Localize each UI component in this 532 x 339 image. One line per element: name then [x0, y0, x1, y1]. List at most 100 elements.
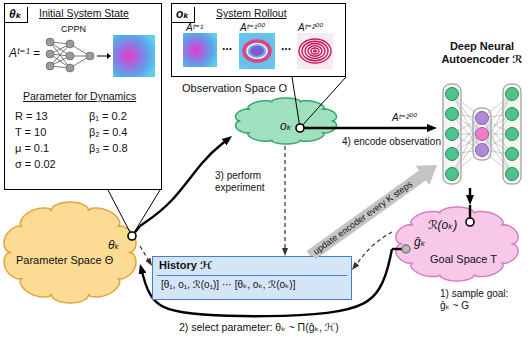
label-slot: 1) sample goal: ĝₖ ~ G: [440, 288, 516, 312]
node-text: ...: [281, 39, 291, 53]
text-slot: oₖ: [280, 119, 292, 133]
cppn-network: [97, 56, 107, 57]
node-text: β₃ = 0.8: [89, 142, 128, 155]
node-text: Observation Space O: [182, 82, 287, 95]
edge-label-slot: 4) encode observation: [341, 136, 442, 148]
node-text: ℛ(oₖ): [428, 218, 457, 232]
flow-arrow: [340, 127, 430, 129]
free-label: 1) sample goal: ĝₖ ~ G: [440, 288, 516, 312]
text-slot: Aᵗ⁼¹: [186, 22, 203, 33]
flow-arrow: [142, 249, 392, 316]
edge-label: 2) select parameter: θₖ ~ Π(ĝₖ, ℋ): [178, 321, 340, 334]
rollout-images: [239, 33, 275, 69]
callout-box: θₖInitial System StateAᵗ⁼¹ =CPPNParamete…: [4, 3, 162, 190]
text-slot: Aᵗ⁼¹⁰⁰: [240, 22, 265, 33]
rollout-images: [313, 50, 317, 53]
free-label: Aᵗ⁼²⁰⁰: [392, 112, 417, 123]
rollout-images: [305, 44, 325, 59]
network-unit: [506, 88, 519, 101]
text-slot: σ = 0.02: [15, 158, 56, 171]
node-text: Parameter for Dynamics: [23, 90, 136, 103]
cppn-network: [66, 64, 74, 72]
text-slot: β₂ = 0.4: [89, 126, 127, 139]
rollout-images: [311, 48, 319, 54]
rollout-images: [183, 33, 217, 67]
point-markers: [466, 218, 474, 226]
point-markers: [402, 245, 410, 253]
node-text: History ℋ: [159, 259, 212, 272]
network-unit: [446, 128, 459, 141]
node-text: Aᵗ⁼²⁰⁰: [298, 22, 323, 33]
text-slot: ...: [222, 39, 232, 53]
node-text: T = 10: [15, 126, 46, 139]
rollout-images: [299, 39, 331, 63]
node-text: Parameter Space Θ: [16, 254, 113, 267]
node-text: R = 13: [15, 110, 48, 123]
node-text: oₖ: [280, 119, 292, 133]
network-unit: [476, 112, 489, 125]
text-slot: Initial System State: [39, 7, 129, 20]
network-unit: [476, 128, 489, 141]
text-slot: Aᵗ⁼²⁰⁰: [298, 22, 323, 33]
text-slot: β₃ = 0.8: [89, 142, 128, 155]
text-slot: Observation Space O: [182, 82, 287, 95]
text-slot: CPPN: [61, 24, 86, 35]
cloud-outline: [0, 200, 140, 305]
space-cloud: Observation Space Ooₖ: [232, 96, 340, 146]
node-text: Deep Neural Autoencoder ℛ: [437, 40, 527, 66]
rollout-images: [302, 41, 328, 61]
cppn-network: [46, 62, 54, 70]
text-slot: System Rollout: [216, 7, 287, 20]
node-text: Aᵗ⁼¹⁰⁰: [240, 22, 265, 33]
text-slot: oₖ: [172, 4, 195, 23]
edge-label-slot: 3) perform experiment: [214, 170, 276, 194]
rollout-images: [250, 46, 264, 56]
label-slot: Aᵗ⁼²⁰⁰: [392, 112, 417, 123]
network-unit: [446, 108, 459, 121]
dashed-arrow: [140, 246, 149, 262]
node-text: θₖ: [108, 238, 120, 252]
space-cloud: Parameter Space Θ θₖ: [0, 200, 140, 305]
rollout-images: [308, 46, 322, 56]
edge-label: 3) perform experiment: [214, 170, 276, 194]
text-slot: ℛ(oₖ): [428, 218, 457, 232]
text-slot: β₁ = 0.2: [89, 110, 127, 123]
node-text: System Rollout: [216, 7, 287, 20]
cppn-network: [46, 35, 155, 77]
cloud-outline: [392, 205, 522, 283]
text-slot: ...: [281, 39, 291, 53]
text-slot: T = 10: [15, 126, 46, 139]
autoencoder: Deep Neural Autoencoder ℛ: [437, 80, 527, 188]
point-markers: [296, 124, 304, 132]
text-slot: θₖ: [5, 4, 28, 23]
rollout-images: [183, 33, 333, 69]
network-unit: [506, 168, 519, 181]
text-slot: ĝₖ: [414, 235, 426, 249]
node-text: CPPN: [61, 24, 86, 35]
cppn-network: [66, 40, 74, 48]
network-unit: [446, 88, 459, 101]
node-text: β₁ = 0.2: [89, 110, 127, 123]
network-unit: [476, 144, 489, 157]
text-slot: R = 13: [15, 110, 48, 123]
cppn-network: [86, 52, 94, 60]
node-text: ...: [222, 39, 232, 53]
callout-box: oₖ System RolloutAᵗ⁼¹... Aᵗ⁼¹⁰⁰... Aᵗ⁼²⁰⁰: [171, 3, 346, 77]
network-unit: [506, 128, 519, 141]
cloud-outline: [396, 207, 518, 281]
node-text: σ = 0.02: [15, 158, 56, 171]
dashed-arrow: [284, 146, 285, 251]
text-slot: Deep Neural Autoencoder ℛ: [437, 40, 527, 66]
text-slot: Goal Space T: [430, 253, 497, 266]
node-text: θₖ: [5, 7, 28, 23]
cppn-network: [113, 35, 155, 77]
point-markers: [300, 127, 340, 129]
network-unit: [506, 108, 519, 121]
dashed-arrow: [355, 232, 392, 266]
cppn-network: [46, 38, 54, 46]
node-text: Aᵗ⁼¹: [186, 22, 203, 33]
network-unit: [446, 148, 459, 161]
rollout-images: [247, 44, 267, 59]
text-slot: History ℋ: [159, 259, 212, 272]
